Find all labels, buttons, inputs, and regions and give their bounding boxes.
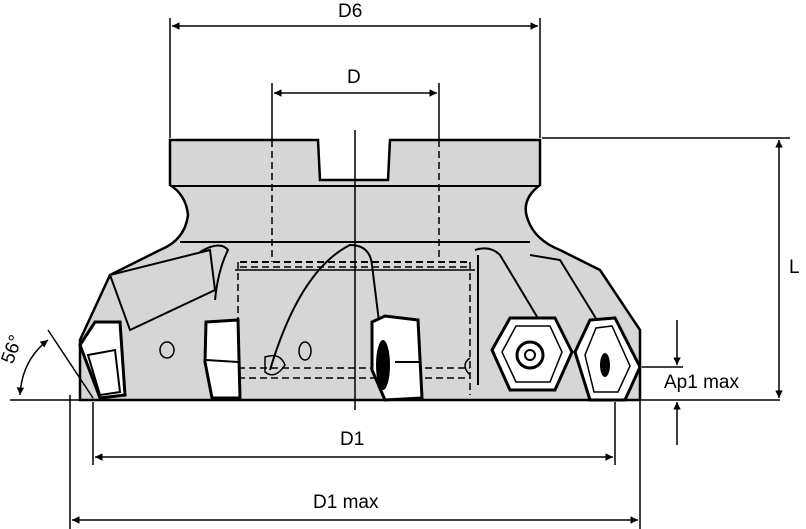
- label-ap1-max: Ap1 max: [664, 372, 739, 393]
- label-l: L: [789, 257, 800, 278]
- dim-l: [542, 137, 790, 398]
- dim-d6: [169, 18, 541, 138]
- dim-d1: [92, 402, 616, 465]
- insert-left: [78, 320, 127, 400]
- label-d: D: [347, 67, 361, 88]
- dim-ap1-max: [642, 320, 683, 445]
- dim-angle: [16, 329, 94, 399]
- label-d1-max: D1 max: [313, 492, 379, 513]
- insert-center: [370, 314, 424, 402]
- dim-d1-max: [69, 395, 641, 529]
- insert-right-hex: [490, 316, 574, 392]
- insert-mid-left: [203, 318, 242, 400]
- label-d6: D6: [338, 1, 363, 22]
- dim-d: [271, 83, 440, 140]
- label-d1: D1: [340, 429, 365, 450]
